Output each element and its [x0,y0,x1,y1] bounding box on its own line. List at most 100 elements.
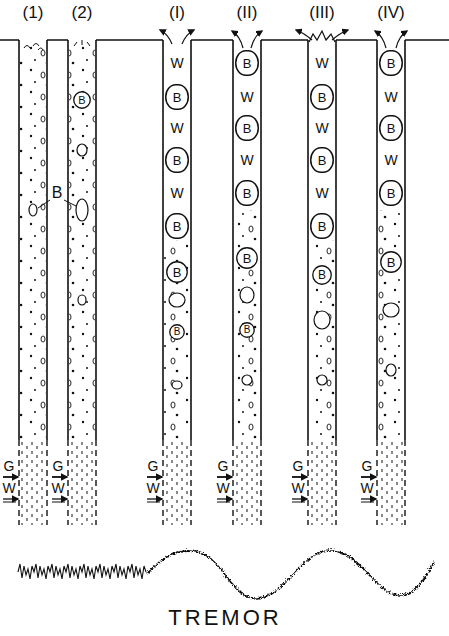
gas-bubble: B [239,322,255,338]
water-slug-label: W [169,56,184,70]
gas-inflow-label: G [52,459,65,473]
gas-slug: B [165,84,189,110]
gas-inflow-zone [309,440,335,525]
conduit-column: (2) B [52,0,112,530]
outflow-arrow [375,31,386,48]
leader-line [38,200,76,208]
splash-mark [74,40,90,46]
water-inflow-label: W [215,481,230,495]
water-inflow-label: W [50,481,65,495]
tremor-trace [146,549,433,597]
column-number: (III) [292,4,352,21]
slug-outline [311,214,334,239]
burst-splash [309,31,335,42]
outflow-arrow [182,30,194,44]
bubbly-flow [164,240,190,440]
conduit-wall-dashed [19,440,405,525]
gas-inflow-label: G [147,459,160,473]
water-slug-label: W [314,121,329,135]
gas-inflow-zone [164,440,190,525]
bubble-label: B [173,266,182,279]
bubble-label: B [318,220,327,233]
gas-slug: B [310,84,334,110]
gas-inflow-arrow [3,476,18,477]
gas-slug: B [379,115,403,141]
water-inflow-arrow [3,498,18,499]
bubble-outline [167,262,188,283]
gas-bubble: B [169,324,185,340]
bubbly-flow [378,210,404,440]
gas-slug: B [235,115,259,141]
outflow-arrow [296,30,312,40]
slug-outline [311,85,334,110]
water-slug-label: W [383,153,398,167]
gas-bubble [314,311,330,329]
column-number: (2) [52,4,112,21]
bubble-outline [170,325,185,340]
gas-bubble [386,364,396,376]
conduit-wall [19,40,405,440]
gas-wisp [24,44,43,51]
gas-bubble: B [166,261,188,283]
slug-outline [380,116,403,141]
slug-outline [166,85,189,110]
water-slug-label: W [314,56,329,70]
conduit-column: (I)BBBBB [147,0,207,530]
water-inflow-arrow [217,498,232,499]
bubble-label: B [78,95,85,106]
bubble-label: B [173,91,182,104]
gas-bubble [76,199,88,221]
bubble-outline [237,248,258,269]
gas-bubble [172,381,182,389]
gas-inflow-arrow [217,476,232,477]
gas-slug: B [235,180,259,206]
bubbly-flow [69,44,95,440]
water-inflow-arrow [292,498,307,499]
gas-slug: B [379,50,403,76]
leader-label: B [51,185,64,201]
water-inflow-arrow [361,498,376,499]
outflow-arrow [232,31,243,48]
slug-outline [166,148,189,173]
water-inflow-arrow [3,502,374,503]
outflow-arrow [160,30,172,44]
column-number: (II) [217,4,277,21]
gas-bubble [169,293,185,307]
gas-bubble [240,287,254,303]
water-inflow-arrow [52,498,67,499]
gas-inflow-zone [378,440,404,525]
outflow-arrow [332,30,348,40]
column-number: (1) [3,4,63,21]
gas-inflow-arrow [3,476,376,477]
gas-inflow-label: G [3,459,16,473]
slug-outline [380,51,403,76]
bubbly-flow [309,240,335,440]
bubble-label: B [387,187,396,200]
gas-inflow-arrow [147,476,162,477]
bubble-label: B [174,327,181,337]
water-inflow-label: W [290,481,305,495]
gas-slug: B [379,180,403,206]
gas-bubble: B [380,251,402,273]
water-inflow-label: W [145,481,160,495]
conduit-column: (1) [3,0,63,530]
slug-outline [236,51,259,76]
gas-inflow-label: G [361,459,374,473]
slug-outline [236,181,259,206]
bubble-label: B [173,220,182,233]
slug-outline [311,148,334,173]
gas-inflow-label: G [292,459,305,473]
gas-bubble: B [73,91,91,109]
tremor-trace [18,564,146,579]
bubble-label: B [387,122,396,135]
column-number: (I) [147,4,207,21]
trace-title: TREMOR [167,607,282,629]
gas-slug: B [235,50,259,76]
gas-bubble: B [312,265,332,285]
bubble-label: B [243,57,252,70]
gas-slug: B [310,213,334,239]
bubble-label: B [243,252,252,265]
gas-inflow-arrow [52,476,67,477]
slug-outline [166,214,189,239]
bubbly-flow [20,44,46,440]
